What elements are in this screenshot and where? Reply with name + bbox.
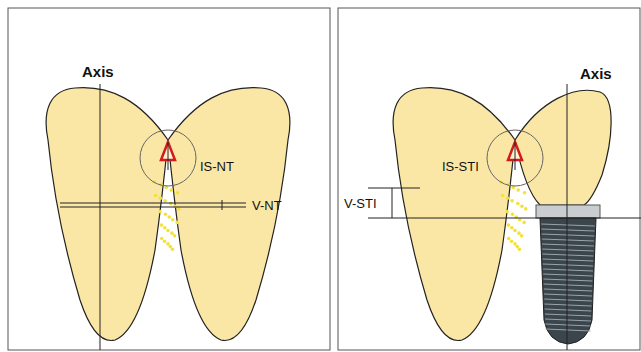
thread	[543, 259, 594, 261]
bone-dot	[169, 188, 173, 192]
bone-dot	[522, 221, 526, 225]
thread	[545, 314, 591, 316]
bone-dot	[505, 210, 509, 214]
bone-dot	[501, 194, 505, 198]
thread	[542, 239, 594, 241]
axis-line	[100, 84, 101, 350]
thread	[542, 254, 593, 256]
bone-dot	[523, 191, 527, 195]
axis-line	[567, 84, 568, 350]
label: IS-STI	[442, 160, 479, 174]
bone-dot	[163, 239, 167, 243]
bone-dot	[159, 196, 163, 200]
bone-dot	[516, 188, 520, 192]
bone-dots	[499, 180, 527, 251]
bone-dot	[154, 194, 158, 198]
bone-dot	[169, 202, 173, 206]
bone-dot	[520, 204, 524, 208]
thread	[544, 299, 592, 301]
thread	[544, 294, 592, 296]
thread	[544, 284, 593, 286]
thread	[543, 279, 592, 281]
dimension-tick	[222, 200, 223, 210]
bone-dot	[524, 207, 528, 211]
dimension-line	[392, 188, 393, 218]
detail-circle	[487, 130, 543, 186]
bone-dot	[507, 223, 511, 227]
bone-dot	[177, 207, 181, 211]
bone-dot	[516, 202, 520, 206]
level-line	[60, 207, 246, 208]
bone-dot	[167, 215, 171, 219]
bone-dot	[173, 234, 177, 238]
bone-dot	[158, 210, 162, 214]
thread	[545, 324, 591, 326]
label: IS-NT	[200, 160, 234, 174]
thread	[543, 269, 593, 271]
bone-dot	[506, 196, 510, 200]
bone-dot	[166, 229, 170, 233]
bone-dot	[175, 221, 179, 225]
thread	[541, 224, 595, 226]
thread	[542, 234, 595, 236]
bone-dot	[170, 231, 174, 235]
natural-tooth	[46, 88, 168, 341]
label: V-NT	[252, 199, 282, 213]
contact-line	[515, 142, 516, 170]
bone-dot	[510, 199, 514, 203]
detail-circle	[140, 130, 196, 186]
thread	[545, 319, 591, 321]
bone-dot	[160, 223, 164, 227]
label: Axis	[82, 64, 114, 81]
bone-dot	[164, 213, 168, 217]
bone-dot	[160, 237, 164, 241]
thread	[543, 274, 593, 276]
bone-dot	[511, 213, 515, 217]
implant-crown	[515, 90, 611, 205]
contact-line	[168, 142, 169, 170]
bone-dot	[171, 218, 175, 222]
bone-dot	[507, 237, 511, 241]
implant-body	[540, 218, 596, 344]
thread	[545, 309, 592, 311]
natural-tooth	[393, 88, 515, 341]
panel-frame	[8, 8, 330, 350]
natural-tooth	[168, 88, 290, 341]
bone-dot	[513, 242, 517, 246]
panel-frame	[338, 8, 640, 350]
bone-dot	[520, 234, 524, 238]
implant-threads	[541, 224, 595, 331]
implant-abutment	[536, 205, 600, 218]
level-line	[368, 188, 420, 189]
bone-dot	[517, 231, 521, 235]
thread	[544, 304, 591, 306]
level-line	[368, 218, 641, 219]
bone-dot	[513, 229, 517, 233]
bone-dot	[163, 226, 167, 230]
bone-dots	[152, 180, 180, 251]
thread	[542, 249, 594, 251]
bone-dot	[166, 242, 170, 246]
bone-dot	[510, 226, 514, 230]
thread	[542, 244, 594, 246]
thread	[545, 329, 590, 331]
label: Axis	[580, 66, 612, 83]
bone-dot	[176, 191, 180, 195]
bone-dot	[163, 199, 167, 203]
thread	[541, 229, 594, 231]
bone-dot	[510, 239, 514, 243]
label: V-STI	[344, 197, 377, 211]
level-line	[60, 203, 246, 204]
thread	[543, 264, 593, 266]
thread	[544, 289, 592, 291]
